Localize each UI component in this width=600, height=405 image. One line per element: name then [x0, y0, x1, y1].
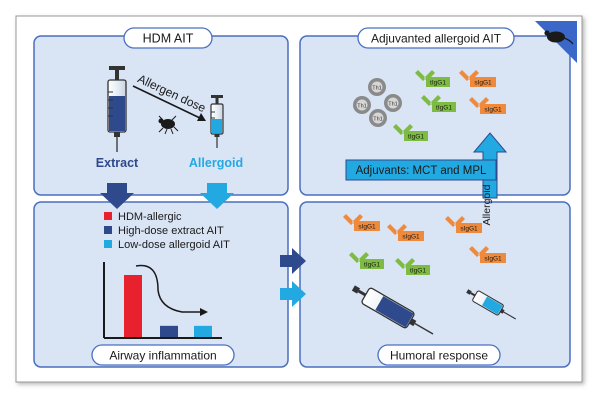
tigg1-antibody: tIgG1 [349, 252, 384, 269]
legend-swatch-2 [104, 240, 112, 248]
bar-2 [194, 325, 212, 337]
mouse-icon [544, 30, 574, 45]
svg-text:sIgG1: sIgG1 [402, 234, 420, 241]
svg-text:Th1: Th1 [372, 86, 381, 92]
allergoid-label: Allergoid [189, 156, 243, 170]
allergoid-right-arrow [280, 281, 306, 307]
sigg1-antibody: sIgG1 [445, 216, 482, 233]
allergen-dose-arrow [132, 85, 206, 121]
svg-text:sIgG1: sIgG1 [484, 256, 502, 263]
svg-text:Adjuvants: MCT and MPL: Adjuvants: MCT and MPL [356, 165, 487, 177]
th1-cell: Th1 [384, 94, 402, 112]
sigg1-antibody: sIgG1 [343, 214, 380, 231]
svg-text:tIgG1: tIgG1 [364, 262, 380, 269]
legend-swatch-1 [104, 226, 112, 234]
bar-1 [160, 325, 178, 337]
title-hdm-ait: HDM AIT [123, 27, 213, 49]
legend-label-0: HDM-allergic [118, 211, 182, 223]
svg-text:Th1: Th1 [388, 102, 397, 108]
svg-text:Airway inflammation: Airway inflammation [109, 349, 216, 363]
th1-cell: Th1 [353, 96, 371, 114]
legend-swatch-0 [104, 212, 112, 220]
extract-syringe-diagonal-icon [351, 285, 434, 335]
svg-text:tIgG1: tIgG1 [408, 134, 424, 141]
bar-0 [124, 275, 142, 337]
title-airway-inflammation: Airway inflammation [91, 344, 235, 366]
adjuvants-box: Adjuvants: MCT and MPL [345, 159, 497, 181]
tigg1-antibody: tIgG1 [395, 258, 430, 275]
th1-cell: Th1 [369, 109, 387, 127]
title-adjuvanted-allergoid: Adjuvanted allergoid AIT [357, 27, 515, 49]
tigg1-antibody: tIgG1 [421, 95, 456, 112]
extract-label: Extract [96, 156, 139, 170]
legend: HDM-allergic High-dose extract AIT Low-d… [104, 211, 230, 251]
sigg1-antibody: sIgG1 [459, 70, 496, 87]
bar-chart [103, 262, 222, 339]
panel-humoral-response [299, 201, 571, 368]
allergoid-syringe-diagonal-icon [466, 289, 516, 320]
th1-cell: Th1 [368, 78, 386, 96]
svg-text:tIgG1: tIgG1 [430, 80, 446, 87]
svg-text:sIgG1: sIgG1 [358, 224, 376, 231]
svg-text:sIgG1: sIgG1 [460, 226, 478, 233]
sigg1-antibody: sIgG1 [469, 246, 506, 263]
panel-hdm-ait [33, 35, 289, 196]
legend-label-2: Low-dose allergoid AIT [118, 239, 230, 251]
svg-text:Th1: Th1 [373, 117, 382, 123]
svg-text:tIgG1: tIgG1 [410, 268, 426, 275]
trend-arrowhead [200, 308, 208, 316]
allergoid-arrow-label: Allergoid [481, 184, 493, 225]
tigg1-antibody: tIgG1 [415, 70, 450, 87]
svg-text:sIgG1: sIgG1 [474, 80, 492, 87]
svg-text:sIgG1: sIgG1 [484, 107, 502, 114]
panel-airway-inflammation [33, 201, 289, 368]
allergoid-syringe-icon [210, 95, 224, 148]
legend-label-1: High-dose extract AIT [118, 225, 224, 237]
extract-right-arrow [280, 248, 306, 274]
mite-icon [158, 115, 179, 135]
title-humoral-response: Humoral response [377, 344, 501, 366]
svg-text:Adjuvanted allergoid AIT: Adjuvanted allergoid AIT [371, 32, 502, 46]
svg-text:Humoral response: Humoral response [390, 349, 488, 363]
svg-text:HDM AIT: HDM AIT [143, 32, 194, 46]
tigg1-antibody: tIgG1 [393, 124, 428, 141]
svg-text:tIgG1: tIgG1 [436, 105, 452, 112]
trend-curve [135, 264, 202, 313]
extract-syringe-icon [107, 66, 127, 152]
svg-text:Th1: Th1 [357, 104, 366, 110]
allergoid-down-arrow [200, 183, 234, 209]
sigg1-antibody: sIgG1 [469, 97, 506, 114]
extract-down-arrow [100, 183, 134, 209]
sigg1-antibody: sIgG1 [387, 224, 424, 241]
